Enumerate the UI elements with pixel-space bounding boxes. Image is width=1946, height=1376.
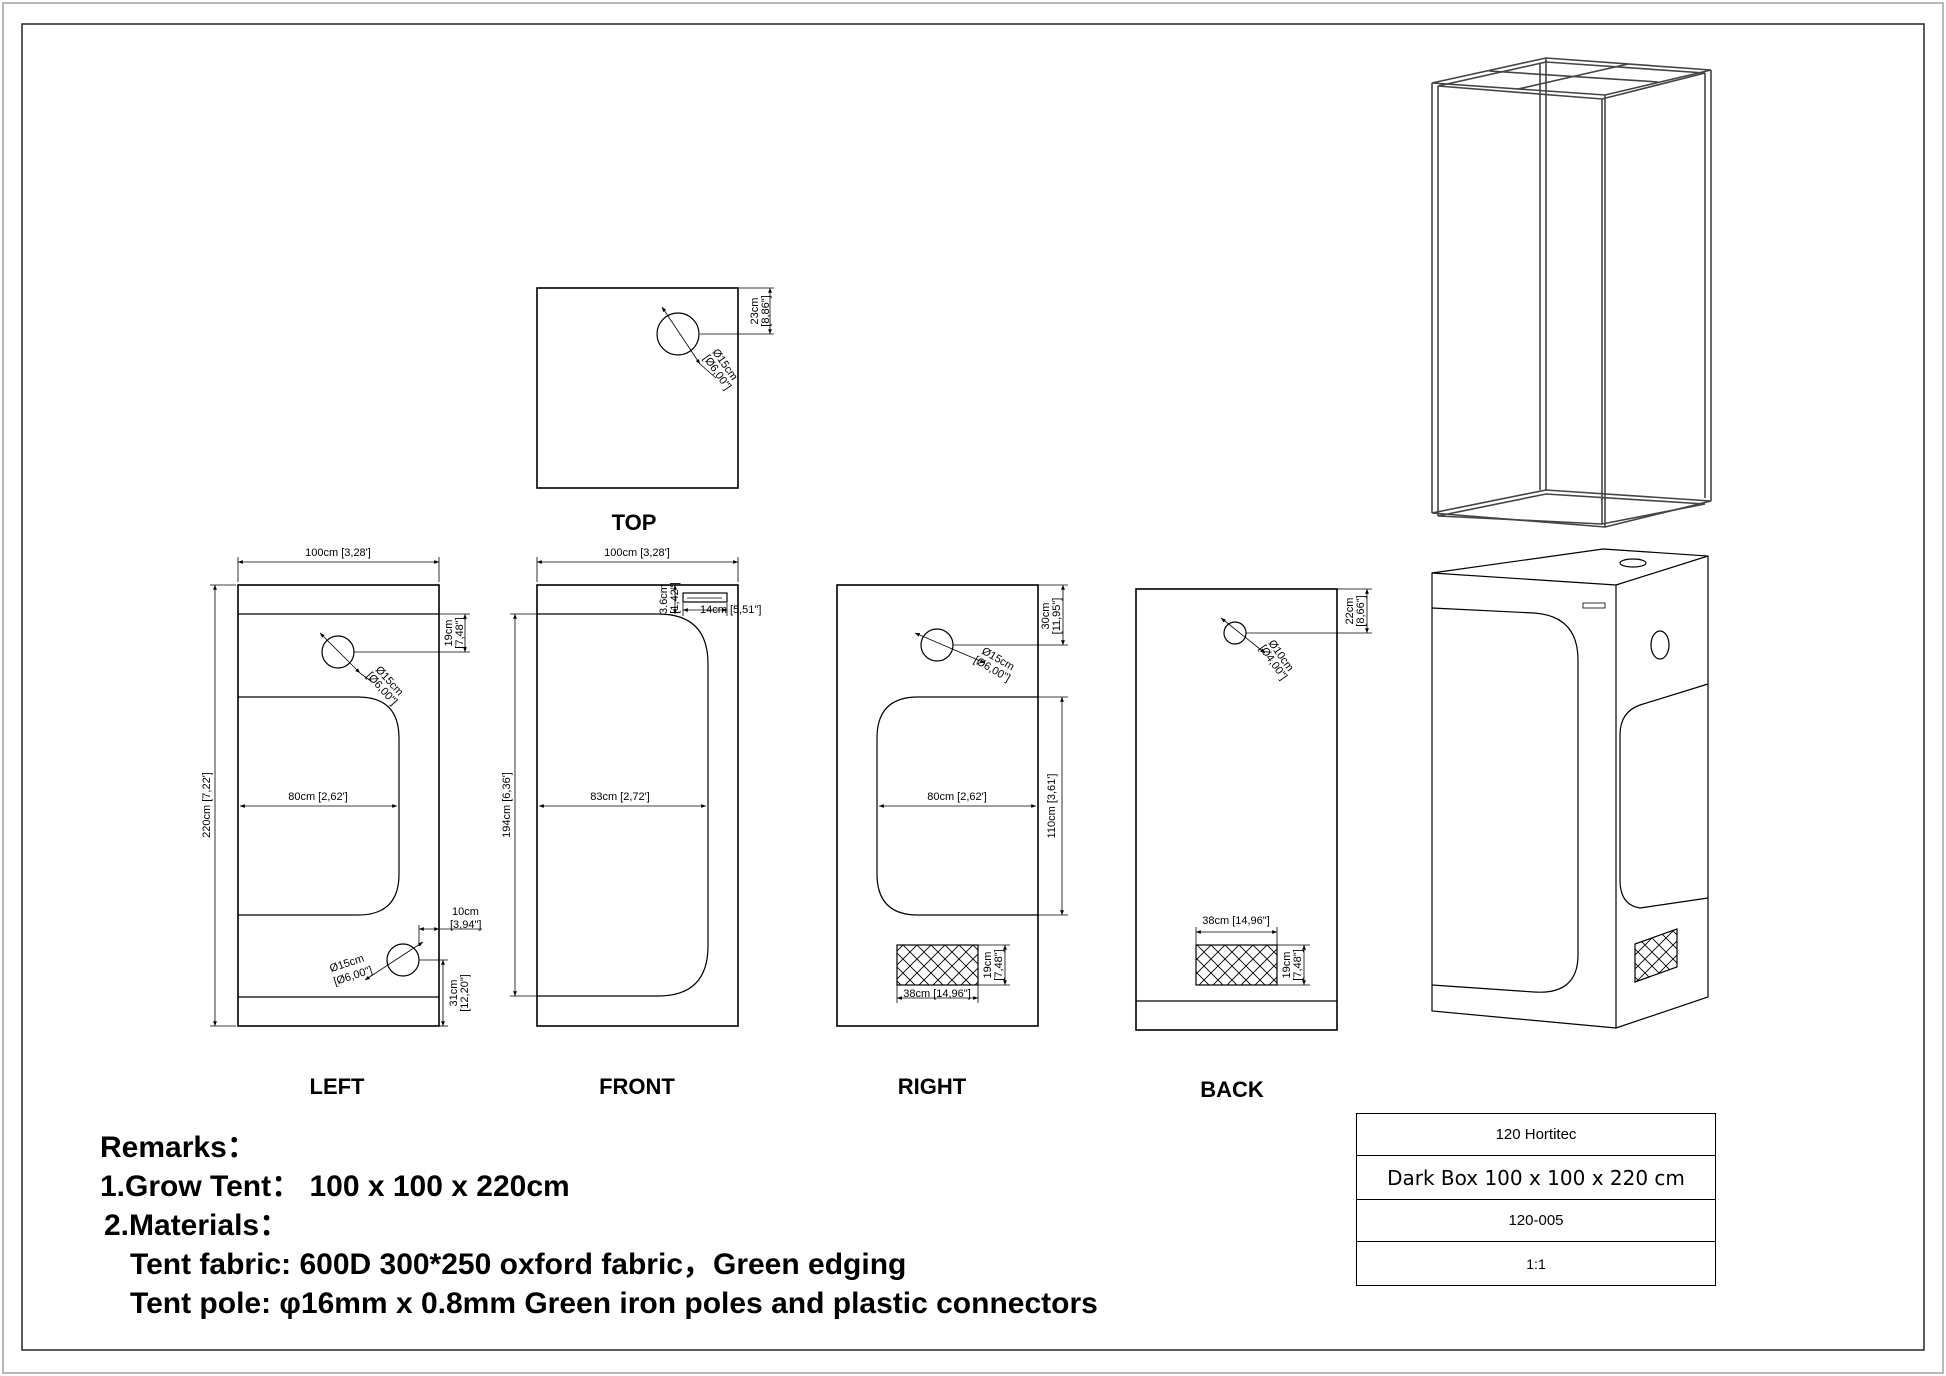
left-bottom-offset-in: [12,20"] bbox=[459, 974, 471, 1012]
tent-isometric bbox=[1431, 548, 1709, 1029]
front-view: 100cm [3,28'] 194cm [6,36'] 83cm [2,72']… bbox=[501, 547, 761, 1099]
left-top-offset-in: [7,48"] bbox=[454, 617, 466, 648]
front-top-gap: 3.6cm bbox=[658, 584, 670, 614]
remarks-line-3: Tent fabric: 600D 300*250 oxford fabric，… bbox=[130, 1248, 907, 1281]
front-door-height: 194cm [6,36'] bbox=[501, 772, 513, 838]
view-label-front: FRONT bbox=[599, 1074, 675, 1099]
remarks-heading: Remarks： bbox=[100, 1131, 257, 1164]
tent-label bbox=[1582, 602, 1606, 609]
left-side-offset: 10cm bbox=[452, 906, 479, 918]
title-block: 120 Hortitec Dark Box 100 x 100 x 220 cm… bbox=[1356, 1113, 1716, 1286]
title-product: Dark Box 100 x 100 x 220 cm bbox=[1387, 1165, 1685, 1190]
left-window-width: 80cm [2,62'] bbox=[288, 791, 348, 803]
title-code: 120-005 bbox=[1508, 1212, 1564, 1229]
title-company-row: 120 Hortitec bbox=[1357, 1114, 1715, 1156]
front-door-width: 83cm [2,72'] bbox=[590, 791, 650, 803]
back-vent-height: 19cm bbox=[1281, 952, 1293, 979]
title-code-row: 120-005 bbox=[1357, 1200, 1715, 1242]
title-scale: 1:1 bbox=[1526, 1255, 1546, 1272]
left-top-offset: 19cm bbox=[443, 620, 455, 647]
view-label-right: RIGHT bbox=[898, 1074, 967, 1099]
tent-vent-mesh bbox=[1634, 928, 1678, 983]
remarks-line-1: 1.Grow Tent： 100 x 100 x 220cm bbox=[100, 1170, 570, 1203]
remarks-line-2: 2.Materials： bbox=[104, 1209, 290, 1242]
left-width-dim: 100cm [3,28'] bbox=[305, 547, 371, 559]
left-side-offset-in: [3,94"] bbox=[450, 919, 481, 931]
back-vent-height-in: [7,48"] bbox=[1292, 949, 1304, 980]
front-label-width: 14cm [5,51"] bbox=[700, 604, 761, 616]
left-bottom-offset: 31cm bbox=[448, 980, 460, 1007]
left-height-dim: 220cm [7,22'] bbox=[201, 772, 213, 838]
view-label-left: LEFT bbox=[310, 1074, 366, 1099]
right-vent-mesh bbox=[896, 944, 979, 986]
title-company: 120 Hortitec bbox=[1495, 1126, 1577, 1143]
right-window-height: 110cm [3,61'] bbox=[1046, 774, 1058, 839]
front-width-dim: 100cm [3,28'] bbox=[604, 547, 670, 559]
remarks-line-4: Tent pole: φ16mm x 0.8mm Green iron pole… bbox=[130, 1287, 1098, 1320]
top-offset-dim: 23cm bbox=[749, 298, 761, 325]
right-top-offset-in: [11,95"] bbox=[1051, 598, 1063, 635]
top-offset-dim-in: [8,86"] bbox=[760, 295, 772, 326]
right-window-width: 80cm [2,62'] bbox=[927, 791, 987, 803]
right-view: 30cm [11,95"] Ø15cm [Ø6,00"] 80cm [2,62'… bbox=[836, 584, 1068, 1099]
title-product-row: Dark Box 100 x 100 x 220 cm bbox=[1357, 1156, 1715, 1200]
front-top-gap-in: [1,42"] bbox=[669, 582, 681, 613]
inner-border bbox=[21, 23, 1925, 1351]
back-vent-mesh bbox=[1195, 944, 1278, 986]
view-label-back: BACK bbox=[1200, 1077, 1264, 1102]
top-view: 23cm [8,86"] Ø15cm [Ø6,00"] TOP bbox=[536, 287, 774, 535]
back-view: 22cm [8,66"] Ø10cm [Ø4,00"] 38cm [14,96"… bbox=[1135, 588, 1372, 1102]
back-top-offset-in: [8,66"] bbox=[1355, 595, 1367, 626]
title-scale-row: 1:1 bbox=[1357, 1242, 1715, 1285]
view-label-top: TOP bbox=[612, 510, 657, 535]
right-vent-height: 19cm bbox=[982, 952, 994, 979]
back-top-offset: 22cm bbox=[1344, 598, 1356, 625]
right-vent-width: 38cm [14,96"] bbox=[903, 988, 971, 1000]
back-vent-width: 38cm [14,96"] bbox=[1202, 915, 1270, 927]
right-top-offset: 30cm bbox=[1040, 603, 1052, 630]
left-view: 100cm [3,28'] 220cm [7,22'] 19cm [7,48"]… bbox=[201, 547, 482, 1099]
tent-frame-isometric bbox=[1431, 57, 1712, 528]
right-vent-height-in: [7,48"] bbox=[993, 949, 1005, 980]
